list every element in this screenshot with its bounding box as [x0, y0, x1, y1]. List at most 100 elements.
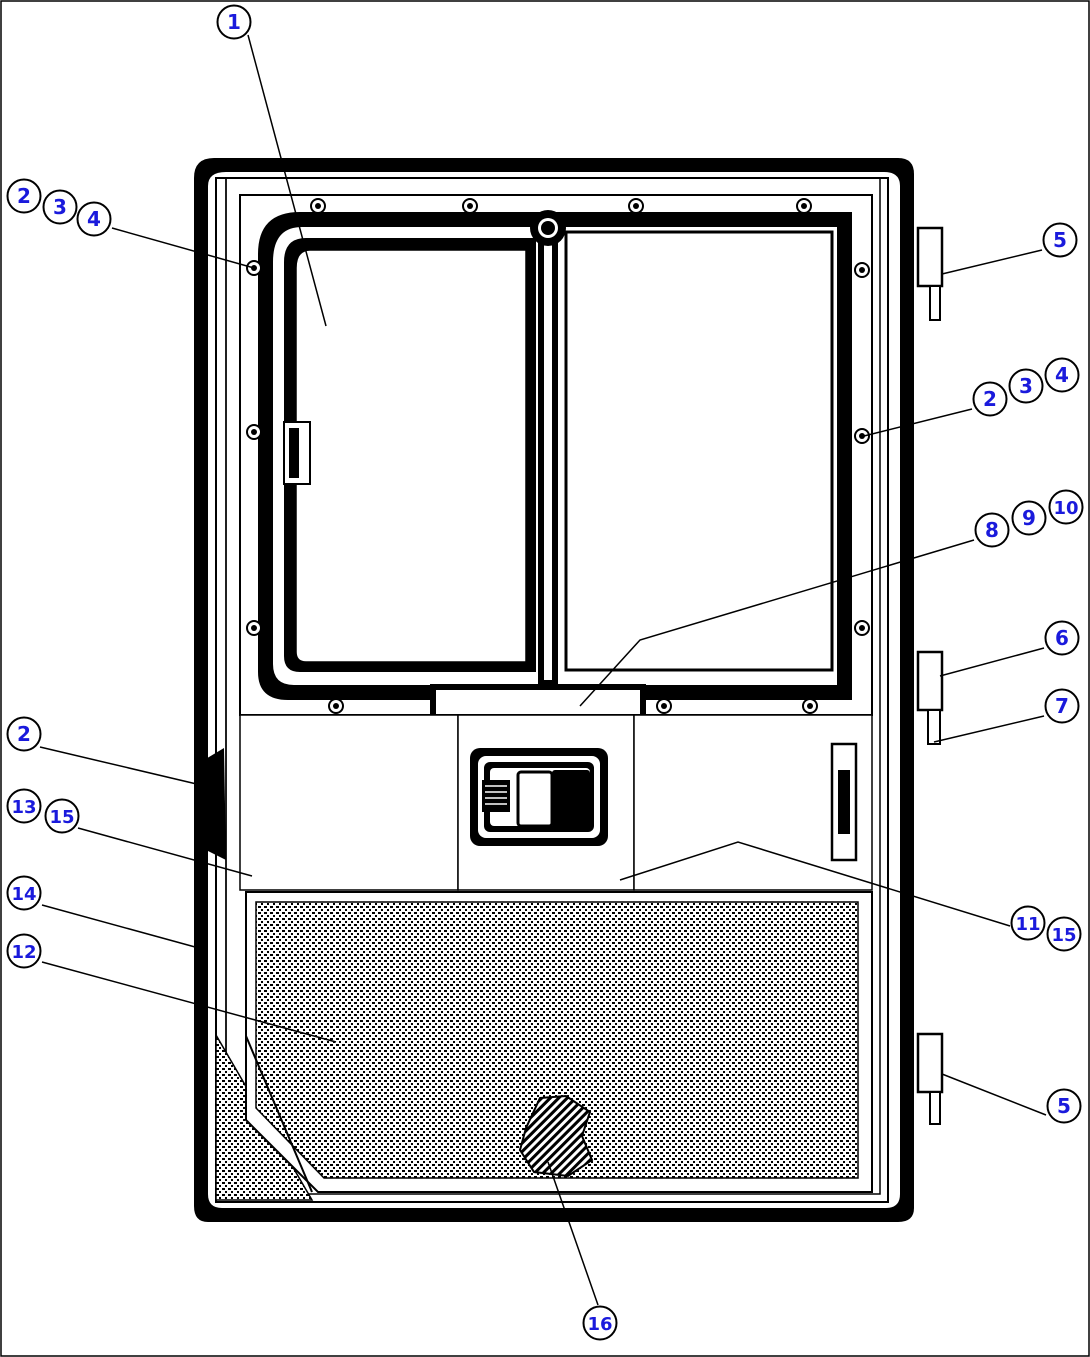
callout-label: 2	[983, 387, 997, 411]
leader-line	[619, 841, 1011, 927]
callout-circle	[582, 1305, 618, 1341]
leader-line	[247, 34, 327, 327]
callout-circle	[972, 381, 1008, 417]
leader-line	[39, 746, 223, 791]
bolt-center	[801, 203, 807, 209]
leader-line	[77, 827, 253, 877]
bolt-center	[467, 203, 473, 209]
callout-circle	[1044, 357, 1080, 393]
callout-label: 14	[11, 884, 36, 905]
bolt-center	[315, 203, 321, 209]
leader-line	[111, 227, 255, 269]
callout-c12: 12	[6, 933, 42, 969]
bolt-center	[251, 429, 257, 435]
callout-c5a: 5	[1042, 222, 1078, 258]
callout-label: 1	[227, 10, 241, 34]
callout-label: 5	[1053, 228, 1067, 252]
hinges	[916, 226, 944, 1125]
callout-label: 13	[11, 797, 36, 818]
callout-c8: 8	[974, 512, 1010, 548]
leader-line	[939, 647, 1045, 677]
callout-c9: 9	[1011, 500, 1047, 536]
callout-label: 8	[985, 518, 999, 542]
callout-c1: 1	[216, 4, 252, 40]
leader-line	[941, 1073, 1047, 1116]
callout-c13: 13	[6, 788, 42, 824]
callout-circle	[42, 189, 78, 225]
callout-label: 15	[1051, 925, 1076, 946]
bolt-center	[661, 703, 667, 709]
callout-label: 2	[17, 184, 31, 208]
callout-circle	[974, 512, 1010, 548]
leader-line	[579, 539, 975, 707]
callout-c3a: 3	[42, 189, 78, 225]
callout-label: 9	[1022, 506, 1036, 530]
bolt-center	[251, 625, 257, 631]
grille-panel	[245, 891, 873, 1193]
window-assembly	[239, 194, 873, 720]
callout-label: 7	[1055, 694, 1069, 718]
callout-label: 3	[1019, 374, 1033, 398]
callout-c10: 10	[1048, 489, 1084, 525]
callout-c11: 11	[1010, 905, 1046, 941]
callout-c15b: 15	[1046, 916, 1082, 952]
leader-lines	[39, 34, 1047, 1306]
callout-label: 4	[1055, 363, 1069, 387]
callout-c6: 6	[1044, 620, 1080, 656]
callout-label: 15	[49, 807, 74, 828]
callout-circle	[1008, 368, 1044, 404]
callout-label: 16	[587, 1314, 612, 1335]
callout-c2a: 2	[6, 178, 42, 214]
callout-circle	[6, 933, 42, 969]
bolt-center	[807, 703, 813, 709]
callout-c15a: 15	[44, 798, 80, 834]
callout-label: 5	[1057, 1094, 1071, 1118]
callout-label: 2	[17, 722, 31, 746]
bolt-center	[859, 433, 865, 439]
bolt-center	[633, 203, 639, 209]
callout-c14: 14	[6, 875, 42, 911]
leader-line	[41, 961, 337, 1043]
leader-line	[547, 1161, 599, 1306]
leader-line	[41, 904, 207, 951]
bolt-center	[859, 625, 865, 631]
callout-label: 11	[1015, 914, 1040, 935]
callout-c5b: 5	[1046, 1088, 1082, 1124]
bolt-center	[333, 703, 339, 709]
callout-c16: 16	[582, 1305, 618, 1341]
callout-circle	[44, 798, 80, 834]
callout-circle	[1044, 688, 1080, 724]
callout-circle	[1044, 620, 1080, 656]
callout-circle	[216, 4, 252, 40]
leader-line	[863, 408, 973, 437]
callout-c4b: 4	[1044, 357, 1080, 393]
callout-label: 4	[87, 207, 101, 231]
callout-label: 12	[11, 942, 36, 963]
callout-circle	[1042, 222, 1078, 258]
lower-panels	[204, 714, 873, 891]
callout-c2c: 2	[6, 716, 42, 752]
callout-circle	[6, 875, 42, 911]
callout-circle	[6, 788, 42, 824]
callout-circle	[6, 178, 42, 214]
callout-c7: 7	[1044, 688, 1080, 724]
callout-label: 10	[1053, 498, 1078, 519]
callout-c4a: 4	[76, 201, 112, 237]
callout-circle	[76, 201, 112, 237]
callout-circle	[6, 716, 42, 752]
callout-c3b: 3	[1008, 368, 1044, 404]
callout-circle	[1010, 905, 1046, 941]
bolt-center	[859, 267, 865, 273]
callout-c2b: 2	[972, 381, 1008, 417]
callout-circle	[1046, 916, 1082, 952]
callout-label: 6	[1055, 626, 1069, 650]
callout-circle	[1011, 500, 1047, 536]
leader-line	[941, 249, 1043, 275]
callout-circle	[1046, 1088, 1082, 1124]
callout-label: 3	[53, 195, 67, 219]
leader-line	[933, 715, 1045, 743]
